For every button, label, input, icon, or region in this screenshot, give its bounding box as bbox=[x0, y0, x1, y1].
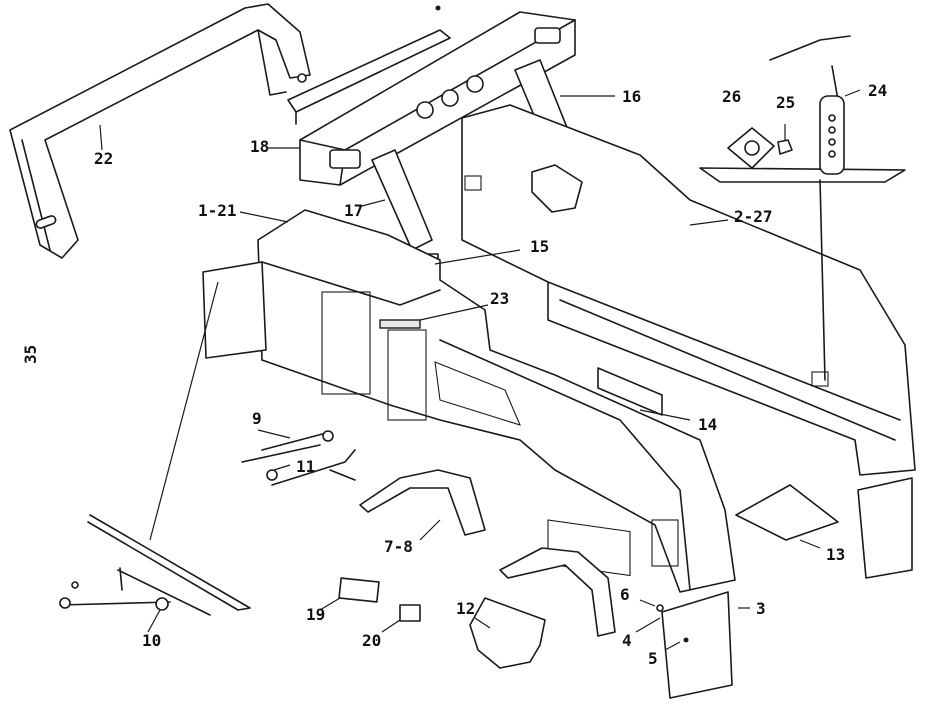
callout-4: 4 bbox=[622, 631, 632, 650]
leader-lines bbox=[99, 89, 861, 651]
part-18-cross-beam bbox=[299, 11, 576, 186]
callout-26: 26 bbox=[722, 87, 741, 106]
part-10-linkage bbox=[59, 514, 251, 616]
callout-15: 15 bbox=[530, 237, 549, 256]
callout-1-21: 1-21 bbox=[198, 201, 237, 220]
callout-13: 13 bbox=[826, 545, 845, 564]
callout-12: 12 bbox=[456, 599, 475, 618]
callout-11: 11 bbox=[296, 457, 315, 476]
part-7-8-fender-left bbox=[359, 469, 486, 536]
part-9-11-struts bbox=[241, 430, 356, 486]
callout-24: 24 bbox=[868, 81, 887, 100]
callout-18: 18 bbox=[250, 137, 269, 156]
callout-7-8: 7-8 bbox=[384, 537, 413, 556]
page-number: 35 bbox=[21, 345, 40, 364]
callout-5: 5 bbox=[648, 649, 658, 668]
part-12-bracket bbox=[469, 597, 546, 669]
callout-25: 25 bbox=[776, 93, 795, 112]
part-3-mud-flap bbox=[661, 591, 733, 699]
part-1-21-main-body bbox=[202, 209, 736, 593]
part-mud-flap-right bbox=[857, 477, 913, 579]
callout-23: 23 bbox=[490, 289, 509, 308]
callout-19: 19 bbox=[306, 605, 325, 624]
part-17-leg bbox=[371, 149, 433, 251]
part-20-plate bbox=[399, 604, 421, 622]
callout-6: 6 bbox=[620, 585, 630, 604]
callout-20: 20 bbox=[362, 631, 381, 650]
callout-3: 3 bbox=[756, 599, 766, 618]
callout-16: 16 bbox=[622, 87, 641, 106]
callout-2-27: 2-27 bbox=[734, 207, 773, 226]
callout-10: 10 bbox=[142, 631, 161, 650]
callout-22: 22 bbox=[94, 149, 113, 168]
callout-9: 9 bbox=[252, 409, 262, 428]
part-19-plate bbox=[338, 577, 380, 603]
part-13-plate bbox=[735, 484, 839, 541]
part-22-rack-frame bbox=[9, 3, 311, 259]
callout-14: 14 bbox=[698, 415, 717, 434]
part-7-8-fender-right bbox=[499, 547, 616, 637]
callout-17: 17 bbox=[344, 201, 363, 220]
inset-pendant-controls bbox=[699, 35, 906, 381]
part-6-nut bbox=[656, 604, 664, 612]
rail-bar bbox=[287, 5, 451, 125]
